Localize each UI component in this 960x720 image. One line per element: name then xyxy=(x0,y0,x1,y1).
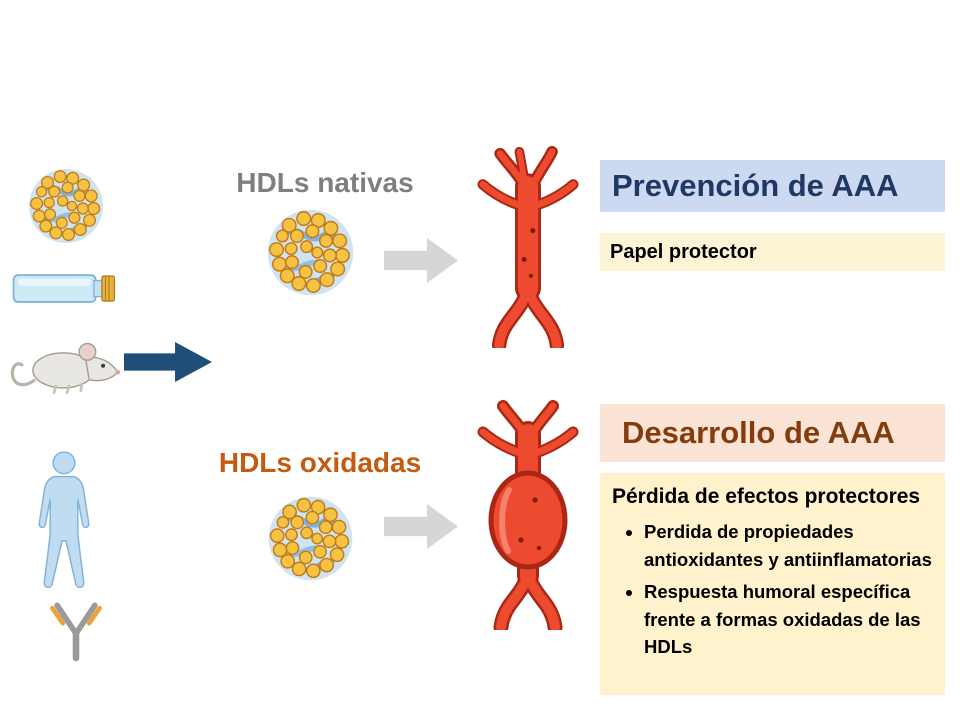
effects-loss-title: Pérdida de efectos protectores xyxy=(612,485,921,508)
antibody-icon xyxy=(50,602,102,662)
protective-role-box: Papel protector xyxy=(600,233,945,271)
effects-loss-list: Perdida de propiedades antioxidantes y a… xyxy=(612,518,933,661)
protective-role-label: Papel protector xyxy=(610,241,757,263)
culture-flask-icon xyxy=(12,274,116,303)
prevention-title-box: Prevención de AAA xyxy=(600,160,945,212)
native-hdl-particle-icon xyxy=(262,204,359,301)
effects-loss-item: Respuesta humoral específica frente a fo… xyxy=(644,578,933,661)
oxidized-hdl-particle-icon xyxy=(263,491,358,586)
development-title: Desarrollo de AAA xyxy=(622,415,895,450)
human-silhouette-icon xyxy=(38,451,90,589)
gray-right-arrow-icon xyxy=(384,238,458,283)
hdl-particle-icon xyxy=(24,164,108,248)
normal-aorta-illustration xyxy=(477,146,579,348)
gray-right-arrow-icon xyxy=(384,504,458,549)
oxidized-hdl-label: HDLs oxidadas xyxy=(218,447,422,478)
prevention-title: Prevención de AAA xyxy=(612,168,899,203)
development-title-box: Desarrollo de AAA xyxy=(600,404,945,462)
blue-right-arrow-icon xyxy=(124,342,212,382)
effects-loss-box: Pérdida de efectos protectores Perdida d… xyxy=(600,473,945,695)
mouse-icon xyxy=(10,342,121,394)
native-hdl-label: HDLs nativas xyxy=(236,167,414,198)
effects-loss-item: Perdida de propiedades antioxidantes y a… xyxy=(644,518,933,574)
aneurysm-aorta-illustration xyxy=(477,400,579,630)
